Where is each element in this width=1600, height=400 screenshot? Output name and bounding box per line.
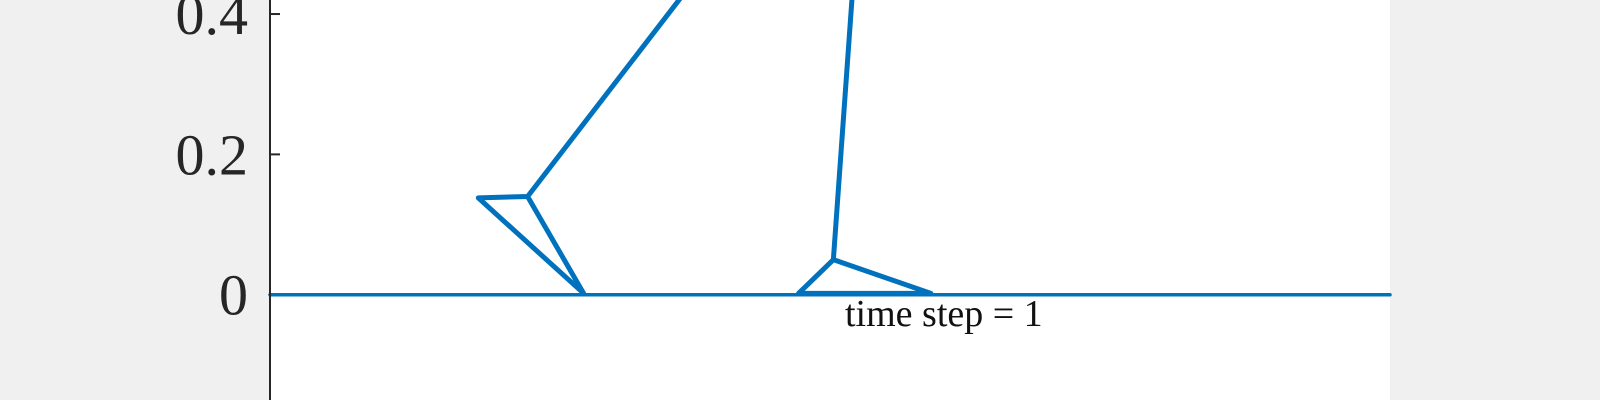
- series-layer: [268, 0, 1392, 297]
- y-tick-label: 0.2: [176, 122, 249, 187]
- y-tick-label: 0.4: [176, 0, 249, 47]
- plot-background: [270, 0, 1390, 400]
- y-tick-label: 0: [219, 263, 248, 328]
- time-step-annotation: time step = 1: [845, 293, 1043, 335]
- y-axis-ticks: 0.4 0.2 0: [176, 0, 280, 328]
- stick-figure-segment-1: [475, 0, 683, 296]
- stick-figure-segment-2: [796, 0, 934, 296]
